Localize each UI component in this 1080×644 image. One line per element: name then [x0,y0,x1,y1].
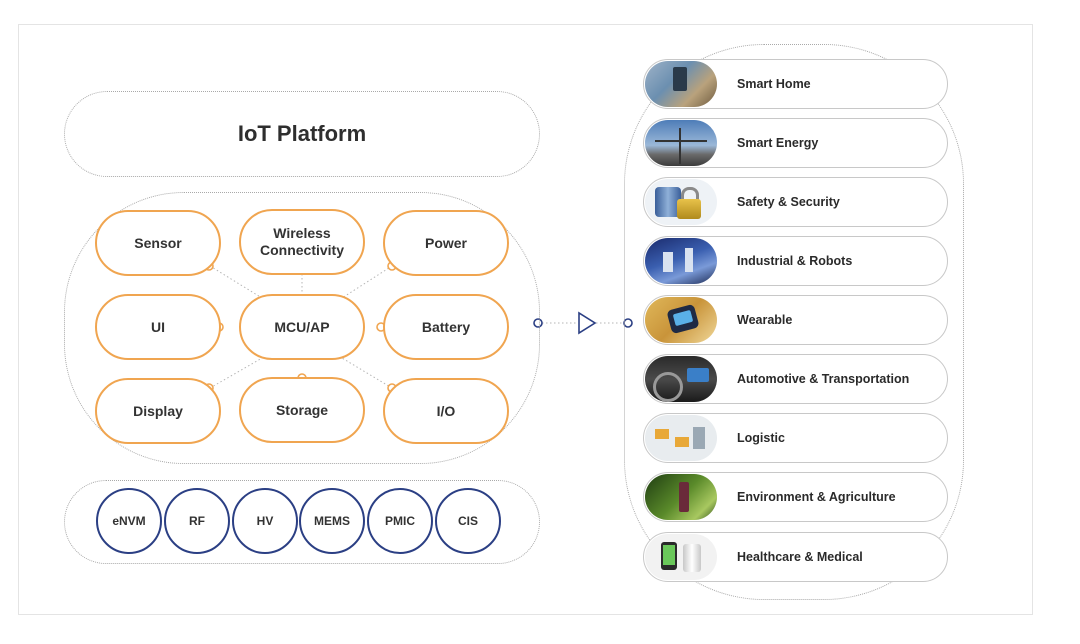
component-sensor: Sensor [95,210,221,276]
smartwatch-photo-icon [645,297,717,343]
tech-envm: eNVM [96,488,162,554]
component-label: Power [424,234,467,251]
component-label: Display [133,402,183,419]
app-item-logistic: Logistic [643,413,948,463]
plant-photo-icon [645,474,717,520]
app-label: Wearable [737,313,793,327]
component-mcu-ap: MCU/AP [239,294,365,360]
component-power: Power [383,210,509,276]
node-platform-out [533,318,543,328]
app-item-smart-home: Smart Home [643,59,948,109]
medical-device-photo-icon [645,534,717,580]
component-label: I/O [436,402,456,419]
app-item-environment-agriculture: Environment & Agriculture [643,472,948,522]
component-label: UI [151,318,165,335]
connector-io-mcu [341,357,393,389]
page-title: IoT Platform [237,121,367,146]
app-label: Logistic [737,431,785,445]
warehouse-photo-icon [645,415,717,461]
iot-platform-title-pill: IoT Platform [64,91,540,177]
tech-label: eNVM [112,514,146,528]
app-item-industrial-robots: Industrial & Robots [643,236,948,286]
component-storage: Storage [239,377,365,443]
app-label: Automotive & Transportation [737,372,910,386]
smart-home-photo-icon [645,61,717,107]
tech-label: HV [256,514,274,528]
app-label: Safety & Security [737,195,840,209]
app-item-safety-security: Safety & Security [643,177,948,227]
components-container [64,192,540,464]
car-dashboard-photo-icon [645,356,717,402]
app-label: Smart Energy [737,136,819,150]
diagram-frame [18,24,1033,615]
app-label: Industrial & Robots [737,254,853,268]
app-item-automotive-transportation: Automotive & Transportation [643,354,948,404]
app-label: Healthcare & Medical [737,550,863,564]
tech-label: PMIC [385,514,415,528]
component-battery: Battery [383,294,509,360]
app-item-smart-energy: Smart Energy [643,118,948,168]
component-ui: UI [95,294,221,360]
app-label: Smart Home [737,77,811,91]
tech-mems: MEMS [299,488,365,554]
component-label: Battery [421,318,471,335]
app-item-wearable: Wearable [643,295,948,345]
industrial-robot-photo-icon [645,238,717,284]
app-label: Environment & Agriculture [737,490,896,504]
tech-label: CIS [457,514,478,528]
smart-energy-photo-icon [645,120,717,166]
component-label: Storage [275,401,329,418]
padlock-icon [645,179,717,225]
tech-label: MEMS [314,514,350,528]
flow-arrow-icon [578,311,597,335]
component-label: MCU/AP [274,318,330,335]
applications-container [624,44,964,600]
tech-cis: CIS [435,488,501,554]
tech-hv: HV [232,488,298,554]
component-io: I/O [383,378,509,444]
app-item-healthcare-medical: Healthcare & Medical [643,532,948,582]
tech-pmic: PMIC [367,488,433,554]
component-wireless-connectivity: Wireless Connectivity [239,209,365,275]
tech-rf: RF [164,488,230,554]
component-display: Display [95,378,221,444]
technologies-container [64,480,540,564]
connector-power-mcu [341,265,393,299]
component-label: Sensor [134,234,182,251]
component-label: Wireless Connectivity [259,225,344,258]
tech-label: RF [189,514,205,528]
